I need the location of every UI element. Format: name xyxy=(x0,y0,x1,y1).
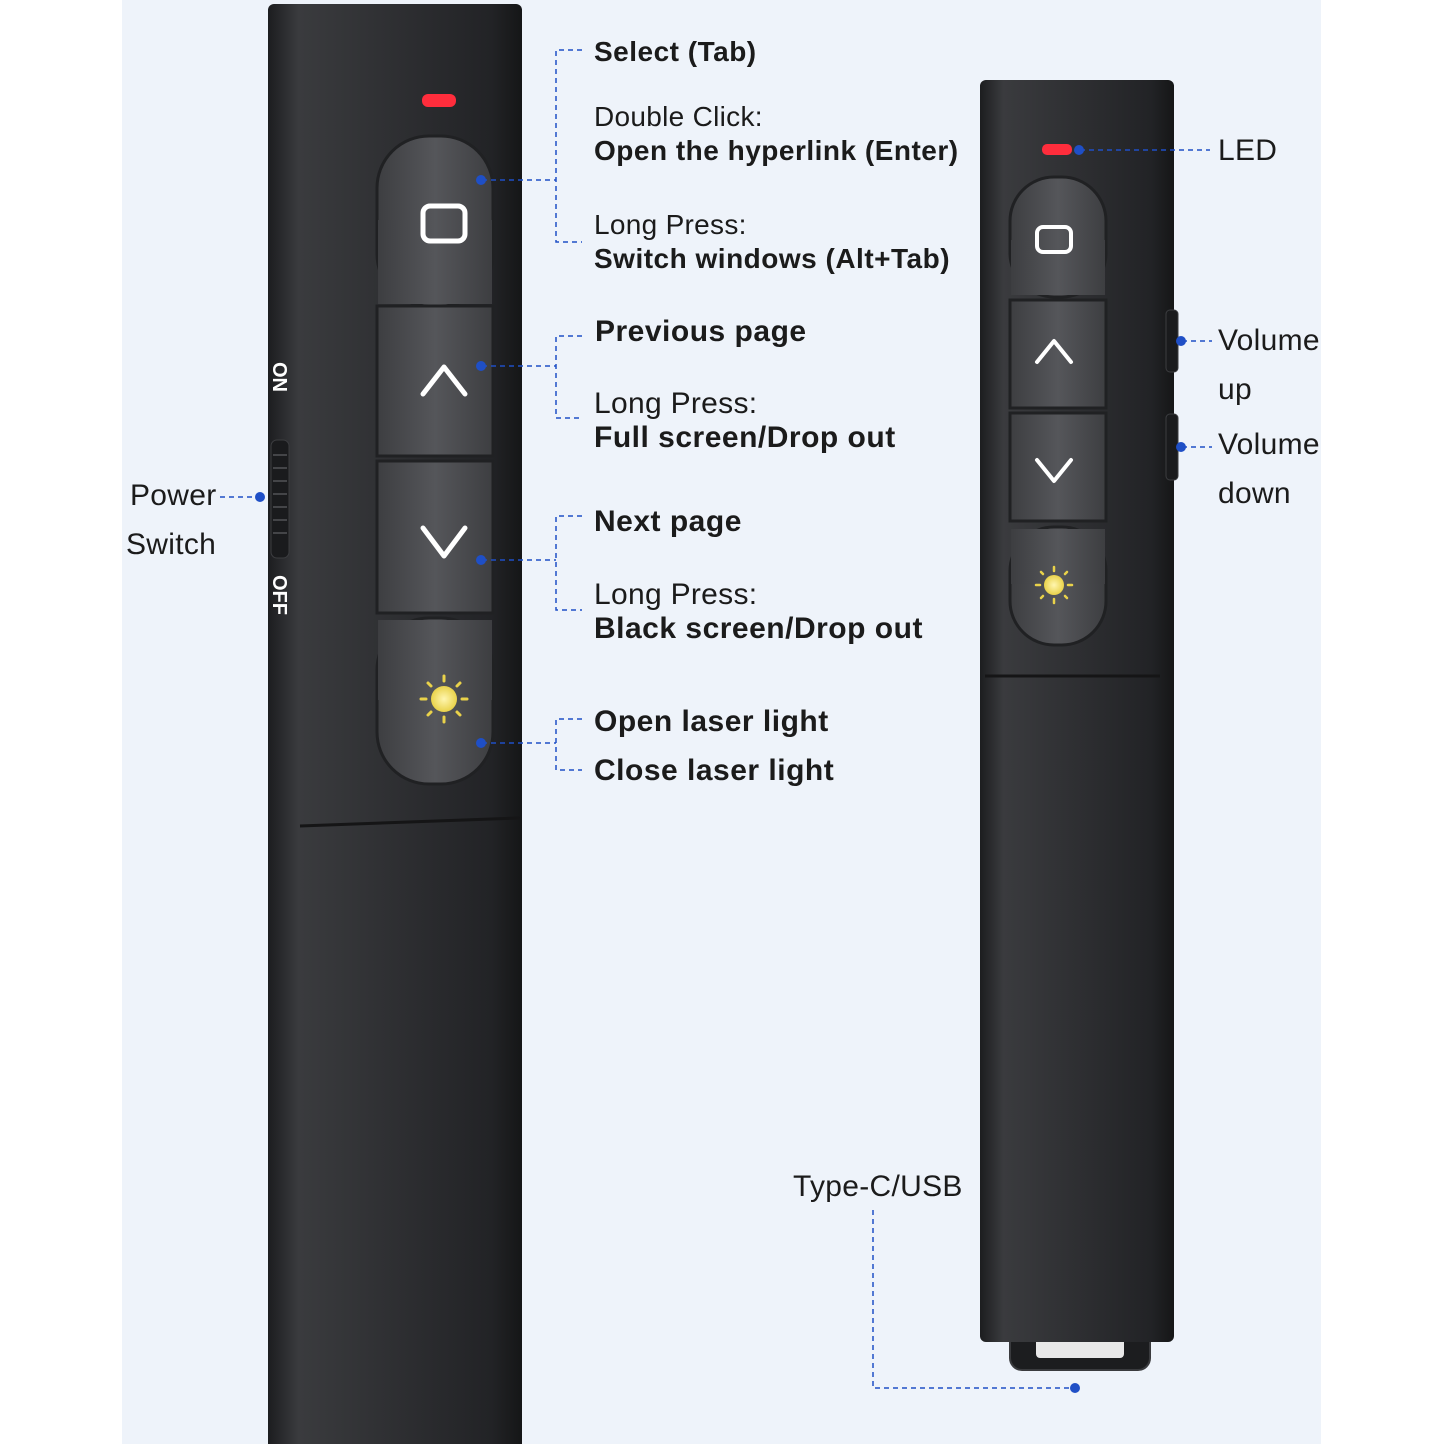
select-title: Select (Tab) xyxy=(594,36,757,67)
power-switch-slider[interactable] xyxy=(270,439,290,559)
volume-down-line2: down xyxy=(1218,477,1291,510)
leader-dots xyxy=(255,145,1186,1393)
large-led-indicator xyxy=(422,94,456,107)
large-laser-button-cover xyxy=(378,620,492,700)
switch-off-label: OFF xyxy=(268,575,290,615)
small-presenter xyxy=(980,80,1179,1371)
next-long-press-action: Black screen/Drop out xyxy=(594,612,923,645)
volume-up-line2: up xyxy=(1218,373,1252,406)
chevron-up-icon xyxy=(1035,339,1073,364)
small-laser-button-cover xyxy=(1011,529,1105,584)
next-title: Next page xyxy=(594,505,742,538)
select-double-click-label: Double Click: xyxy=(594,101,763,132)
switch-on-label: ON xyxy=(268,362,290,392)
square-icon xyxy=(1035,225,1073,254)
leader-lines xyxy=(220,49,1212,1389)
small-next-button[interactable] xyxy=(1008,411,1108,523)
previous-title: Previous page xyxy=(595,315,807,348)
small-select-button-cover xyxy=(1011,240,1105,295)
select-double-click-action: Open the hyperlink (Enter) xyxy=(594,135,959,166)
previous-long-press-action: Full screen/Drop out xyxy=(594,421,896,454)
laser-open-label: Open laser light xyxy=(594,705,829,738)
led-label: LED xyxy=(1218,134,1278,167)
power-label-line2: Switch xyxy=(126,528,217,561)
port-label: Type-C/USB xyxy=(793,1170,963,1203)
power-label-line1: Power xyxy=(130,479,217,512)
select-long-press-label: Long Press: xyxy=(594,209,747,240)
bracket-laser xyxy=(555,718,582,771)
bracket-select xyxy=(555,49,582,243)
large-seam xyxy=(299,816,521,828)
chevron-down-icon xyxy=(420,525,468,559)
small-previous-button[interactable] xyxy=(1008,298,1108,410)
power-switch-grip xyxy=(273,454,287,534)
bracket-next xyxy=(555,515,582,611)
laser-sun-icon xyxy=(419,674,469,724)
square-icon xyxy=(420,203,468,244)
laser-sun-icon xyxy=(1034,565,1074,605)
volume-up-line1: Volume xyxy=(1218,324,1320,357)
large-presenter: ON OFF xyxy=(268,4,522,1444)
laser-close-label: Close laser light xyxy=(594,754,835,787)
chevron-up-icon xyxy=(420,364,468,397)
next-long-press-label: Long Press: xyxy=(594,578,758,611)
volume-down-line1: Volume xyxy=(1218,428,1320,461)
previous-long-press-label: Long Press: xyxy=(594,387,758,420)
bracket-previous xyxy=(555,335,582,419)
small-led-indicator xyxy=(1042,144,1072,155)
select-long-press-action: Switch windows (Alt+Tab) xyxy=(594,243,951,274)
large-select-button-cover xyxy=(378,220,492,304)
chevron-down-icon xyxy=(1035,458,1073,483)
large-next-button[interactable] xyxy=(375,459,495,615)
